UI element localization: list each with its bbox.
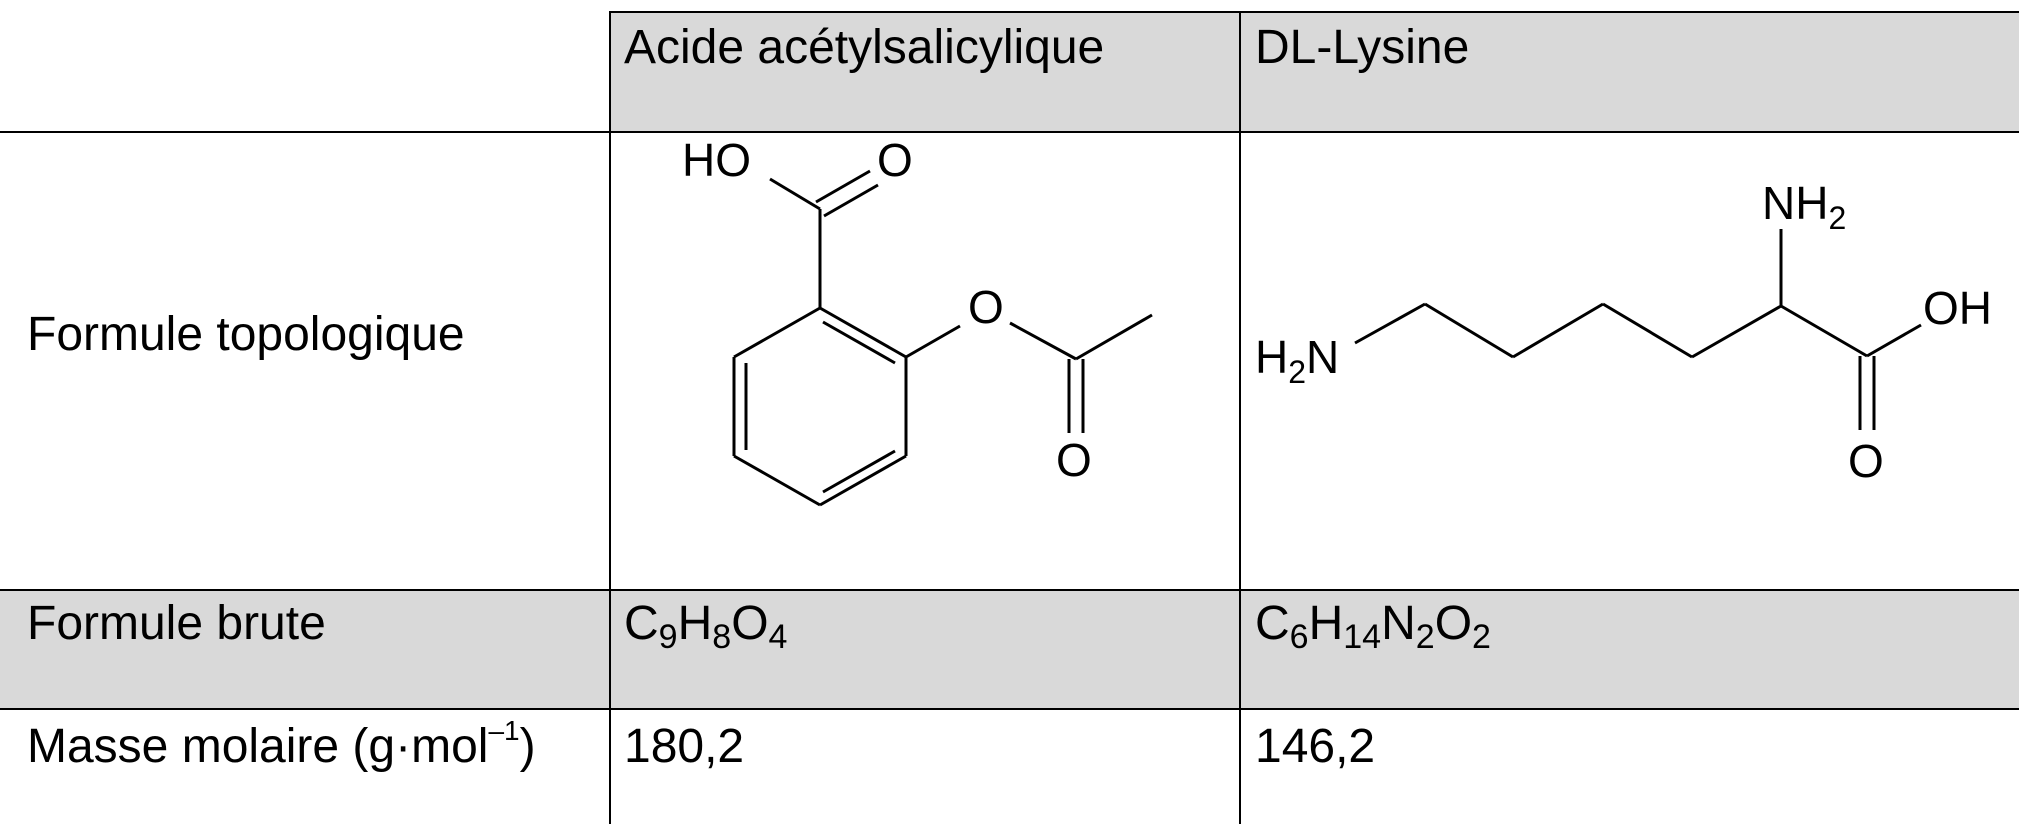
aspirin-bond: [733, 306, 821, 359]
grid-line-header-bottom: [0, 131, 2019, 133]
aspirin-atom-acetyl-o: O: [1056, 434, 1092, 486]
grid-line-formula-bottom: [0, 708, 2019, 710]
aspirin-bond: [1075, 313, 1153, 361]
aspirin-atom-carbonyl-o: O: [877, 134, 913, 186]
aspirin-structure: HO O O O: [682, 134, 1153, 507]
row-label-raw-formula: Formule brute: [27, 597, 326, 650]
aspirin-atom-ho: HO: [682, 134, 751, 186]
molar-mass-label-exp: –1: [488, 715, 520, 746]
grid-line-col1: [609, 11, 611, 824]
aspirin-double-bond: [822, 320, 896, 365]
row-label-topological: Formule topologique: [27, 308, 465, 361]
lysine-atom-carbonyl-o: O: [1848, 435, 1884, 487]
aspirin-bond: [733, 454, 821, 507]
aspirin-double-bond: [815, 169, 871, 204]
lysine-atom-oh: OH: [1923, 282, 1992, 334]
grid-line-topo-bottom: [0, 589, 2019, 591]
lysine-atom-h2n: H2N: [1255, 331, 1339, 390]
lysine-bond: [1354, 302, 1426, 345]
molar-mass-aspirin: 180,2: [624, 720, 745, 773]
aspirin-double-bond: [822, 449, 896, 494]
lysine-structure: H2N NH2 OH O: [1255, 177, 1992, 487]
aspirin-bond: [819, 454, 907, 507]
row-label-molar-mass: Masse molaire (g·mol–1): [27, 717, 536, 773]
grid-line-col2: [1239, 11, 1241, 824]
column-header-aspirin: Acide acétylsalicylique: [624, 21, 1105, 74]
lysine-bond: [1512, 302, 1604, 359]
raw-formula-lysine: C6H14N2O2: [1255, 597, 1491, 656]
molar-mass-lysine: 146,2: [1255, 720, 1376, 773]
aspirin-bond: [819, 306, 907, 359]
lysine-bond: [1424, 302, 1514, 359]
header-cell-compound1: [610, 12, 1240, 132]
raw-formula-row-bg: [0, 590, 2019, 709]
aspirin-bond: [769, 177, 821, 211]
column-header-lysine: DL-Lysine: [1255, 21, 1470, 74]
aspirin-bond: [1009, 321, 1077, 361]
aspirin-double-bond: [823, 183, 879, 218]
aspirin-atom-ester-o: O: [968, 281, 1004, 333]
lysine-bond: [1780, 304, 1868, 358]
grid-top-line: [609, 11, 2019, 13]
lysine-bond: [1691, 304, 1782, 359]
raw-formula-aspirin: C9H8O4: [624, 597, 788, 656]
lysine-bond: [1866, 323, 1922, 358]
molar-mass-label-close: ): [519, 720, 536, 773]
header-cell-compound2: [1240, 12, 2019, 132]
lysine-atom-nh2: NH2: [1762, 177, 1846, 236]
molar-mass-label-main: Masse molaire (g·mol: [27, 720, 489, 773]
aspirin-bond: [905, 324, 961, 359]
lysine-bond: [1602, 302, 1693, 359]
